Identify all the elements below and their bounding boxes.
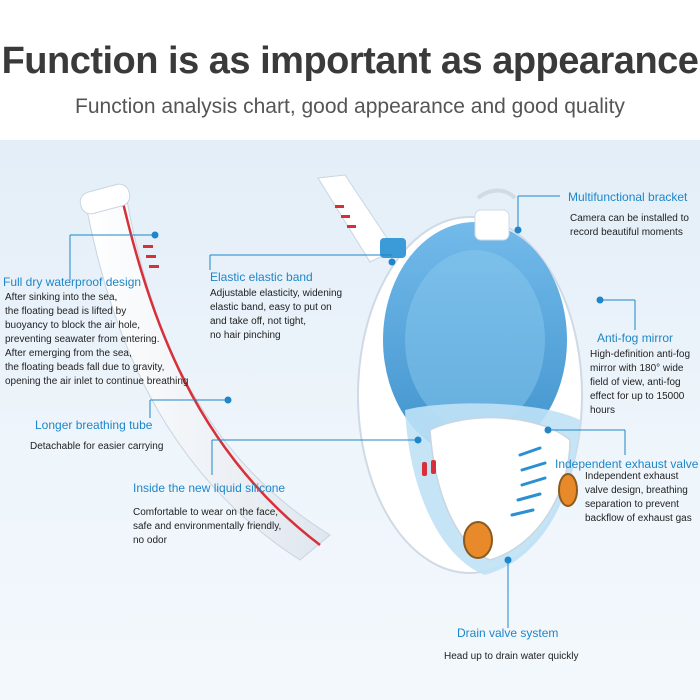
exhaust-valve xyxy=(558,473,578,507)
dry-design-desc: After sinking into the sea, the floating… xyxy=(5,292,189,387)
silicone-desc: Comfortable to wear on the face, safe an… xyxy=(133,507,282,546)
camera-bracket xyxy=(474,209,510,241)
drain-title: Drain valve system xyxy=(457,626,559,640)
dry-design-title: Full dry waterproof design xyxy=(3,275,142,289)
callout-lines xyxy=(69,195,636,628)
drain-desc: Head up to drain water quickly xyxy=(444,651,579,662)
antifog-desc: High-definition anti-fog mirror with 180… xyxy=(590,349,691,416)
band-desc: Adjustable elasticity, widening elastic … xyxy=(210,288,343,341)
band-clip xyxy=(380,238,406,258)
header: Function is as important as appearance F… xyxy=(0,0,700,140)
tube-title: Longer breathing tube xyxy=(35,418,153,432)
left-breathing-tube xyxy=(79,183,331,561)
bracket-desc: Camera can be installed to record beauti… xyxy=(570,213,689,238)
band-title: Elastic elastic band xyxy=(210,270,313,284)
antifog-title: Anti-fog mirror xyxy=(597,331,674,345)
mask-body xyxy=(357,188,583,575)
page-subtitle: Function analysis chart, good appearance… xyxy=(75,95,625,118)
bracket-title: Multifunctional bracket xyxy=(568,190,688,204)
exhaust-desc: Independent exhaust valve design, breath… xyxy=(585,471,692,524)
tube-desc: Detachable for easier carrying xyxy=(30,441,164,452)
exhaust-title: Independent exhaust valve xyxy=(555,457,699,471)
drain-valve xyxy=(463,521,493,559)
anti-fog-lens xyxy=(383,222,567,458)
page-title: Function is as important as appearance xyxy=(1,40,699,82)
silicone-title: Inside the new liquid silicone xyxy=(133,481,286,495)
